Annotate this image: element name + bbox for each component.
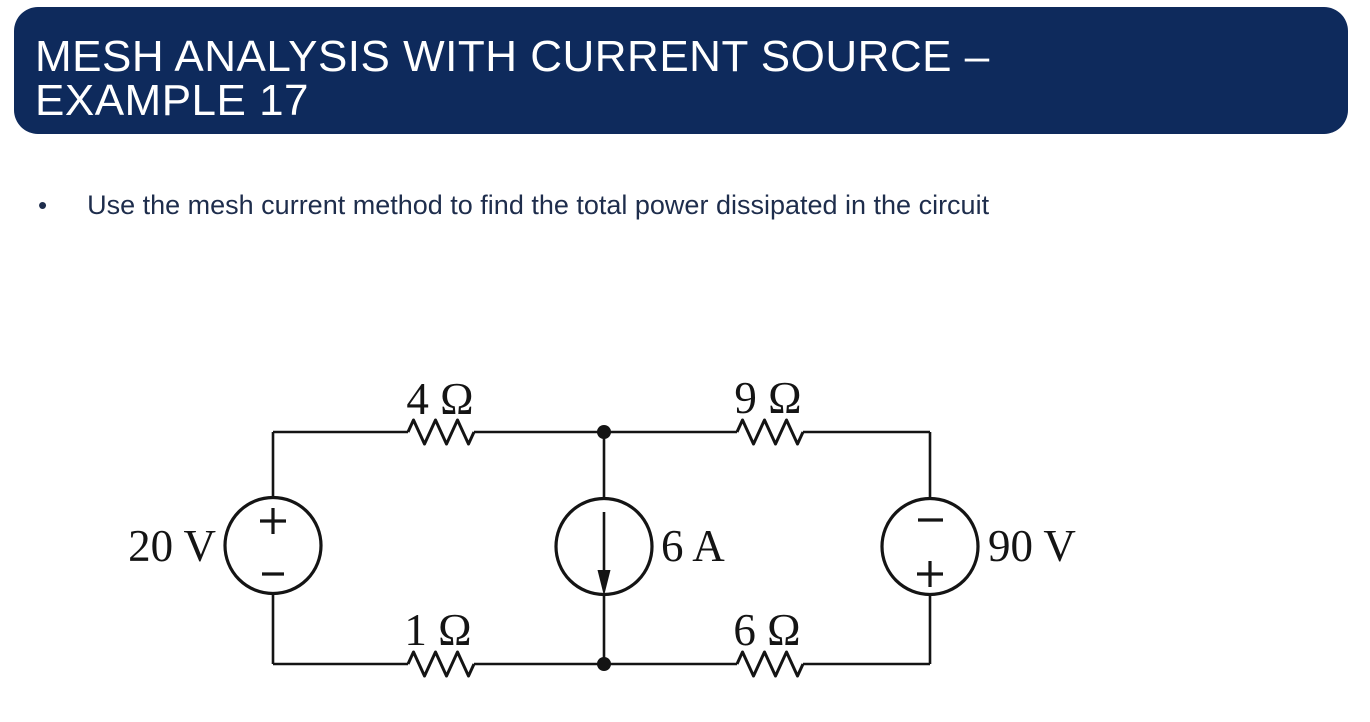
resistor-9ohm-symbol [735,418,805,446]
voltage-source-20v-circle [223,495,323,596]
current-arrow-down-icon [597,570,611,596]
label-current-source-6a: 6 A [661,521,725,571]
polarity-plus-icon-20v [260,508,286,534]
junction-node-bottom [597,657,611,671]
slide-title-line-2: EXAMPLE 17 [35,76,310,125]
resistor-1ohm-symbol [406,650,476,678]
label-resistor-6ohm: 6 Ω [733,605,800,655]
label-voltage-source-20v: 20 V [128,521,216,571]
resistor-6ohm-symbol [735,650,805,678]
label-resistor-9ohm: 9 Ω [734,373,801,423]
polarity-plus-icon-90v [917,561,943,587]
label-resistor-1ohm: 1 Ω [404,605,471,655]
label-resistor-4ohm: 4 Ω [406,374,473,424]
bullet-text: Use the mesh current method to find the … [87,190,990,220]
resistor-4ohm-symbol [406,418,476,446]
label-voltage-source-90v: 90 V [988,521,1076,571]
bullet-item: • Use the mesh current method to find th… [38,190,989,220]
voltage-source-90v-circle [880,496,980,597]
junction-node-top [597,425,611,439]
title-banner: MESH ANALYSIS WITH CURRENT SOURCE – EXAM… [14,7,1348,134]
slide-title-line-1: MESH ANALYSIS WITH CURRENT SOURCE – [35,32,990,81]
bullet-marker: • [38,190,48,220]
